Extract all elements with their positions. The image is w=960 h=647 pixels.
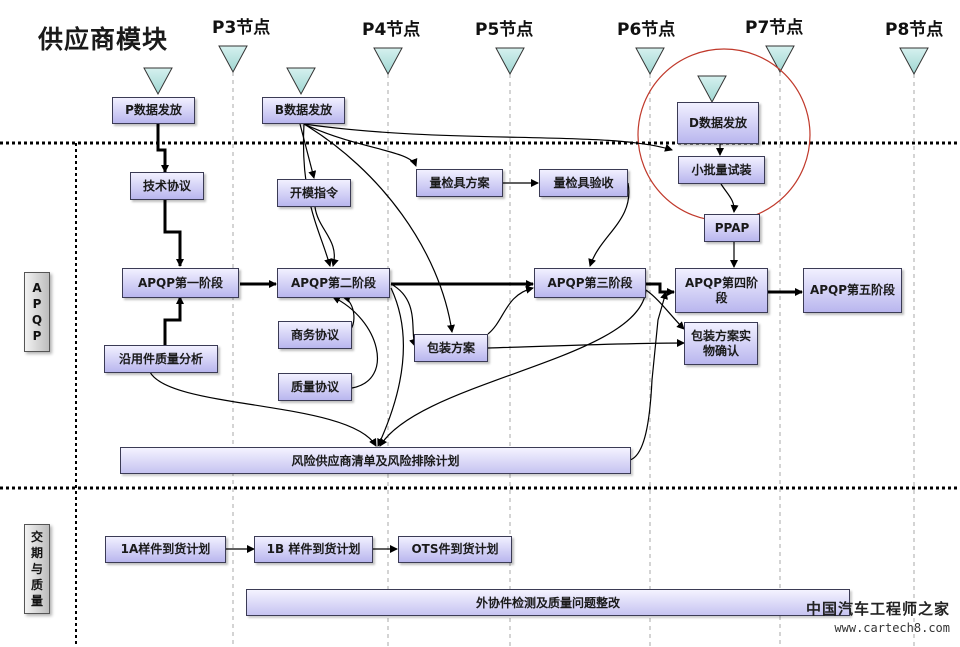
release-triangle-b	[286, 67, 316, 96]
arrow-apqp2-packplan	[390, 283, 417, 347]
arrow-bdata-openmold	[299, 123, 317, 179]
node-label-p5: P5节点	[475, 20, 534, 40]
node-label-p4: P4节点	[362, 20, 421, 40]
milestone-triangle-p4	[373, 47, 403, 76]
box-ppap: PPAP	[704, 214, 760, 242]
arrow-quality-apqp2	[332, 296, 378, 389]
box-ots-delivery: OTS件到货计划	[398, 536, 512, 563]
bar-outsource-inspection: 外协件检测及质量问题整改	[246, 589, 850, 616]
box-apqp-stage-1: APQP第一阶段	[122, 268, 239, 298]
milestone-triangle-p8	[899, 47, 929, 76]
section-letter: P	[32, 297, 42, 311]
node-label-p8: P8节点	[885, 20, 944, 40]
box-gauge-acceptance: 量检具验收	[539, 169, 628, 197]
arrow-packplan-apqp3	[487, 285, 534, 335]
box-apqp-stage-2: APQP第二阶段	[277, 268, 390, 298]
box-tech-agreement: 技术协议	[130, 172, 204, 200]
arrow-apqp3-risk	[379, 289, 647, 447]
release-triangle-p	[143, 67, 173, 96]
arrow-accept-apqp3	[588, 182, 630, 267]
milestone-triangle-p3	[218, 45, 248, 74]
page-title: 供应商模块	[38, 25, 169, 54]
watermark-title: 中国汽车工程师之家	[805, 600, 950, 618]
box-d-data-release: D数据发放	[677, 102, 759, 144]
watermark: 中国汽车工程师之家 www.cartech8.com	[806, 598, 950, 635]
arrow-carryover-apqp1	[163, 296, 184, 345]
arrow-bdata-gaugeplan	[303, 123, 418, 167]
milestone-triangle-p5	[495, 47, 525, 76]
section-label-delivery-quality: 交 期 与 质 量	[24, 524, 50, 614]
arrow-carryover-risk	[149, 371, 377, 447]
bar-risk-supplier-plan: 风险供应商清单及风险排除计划	[120, 447, 631, 474]
box-open-mold-order: 开模指令	[277, 179, 351, 207]
arrow-apqp3-confirm	[645, 289, 685, 330]
arrow-pdata-tech	[156, 124, 169, 173]
box-apqp-stage-4: APQP第四阶段	[675, 268, 768, 313]
box-quality-agreement: 质量协议	[278, 373, 352, 401]
arrow-tech-apqp1	[163, 200, 184, 267]
node-label-p3: P3节点	[212, 18, 271, 38]
section-char: 质	[30, 578, 43, 592]
arrow-smallbatch-ppap	[720, 183, 739, 213]
box-p-data-release: P数据发放	[112, 97, 195, 124]
arrow-bdata-packplan	[303, 123, 455, 333]
section-char: 期	[30, 546, 43, 560]
arrow-openmold-apqp2	[314, 206, 339, 267]
section-letter: P	[32, 329, 42, 343]
node-label-p6: P6节点	[617, 20, 676, 40]
section-letter: Q	[31, 313, 43, 327]
milestone-triangle-p7	[765, 45, 795, 74]
section-letter: A	[32, 281, 42, 295]
section-char: 交	[30, 530, 43, 544]
box-b-data-release: B数据发放	[262, 97, 345, 124]
box-apqp-stage-3: APQP第三阶段	[534, 268, 646, 298]
box-carryover-quality-analysis: 沿用件质量分析	[104, 345, 218, 373]
arrow-bdata-apqp2	[302, 123, 332, 267]
box-business-agreement: 商务协议	[278, 321, 352, 349]
arrow-apqp2-risk	[377, 287, 404, 447]
arrow-risk-apqp4	[629, 291, 668, 461]
node-label-p7: P7节点	[745, 18, 804, 38]
section-char: 与	[30, 562, 43, 576]
release-triangle-d	[697, 75, 727, 104]
watermark-url: www.cartech8.com	[834, 621, 950, 635]
milestone-triangle-p6	[635, 47, 665, 76]
arrow-bdata-right	[303, 123, 673, 152]
box-sample-1a-delivery: 1A样件到货计划	[105, 536, 226, 563]
section-char: 量	[30, 594, 43, 608]
section-label-apqp: A P Q P	[24, 272, 50, 352]
box-packaging-confirmation: 包装方案实物确认	[684, 322, 758, 365]
box-apqp-stage-5: APQP第五阶段	[803, 268, 902, 313]
box-small-batch-trial: 小批量试装	[678, 156, 765, 184]
box-packaging-plan: 包装方案	[414, 334, 488, 362]
box-sample-1b-delivery: 1B 样件到货计划	[254, 536, 373, 563]
box-gauge-plan: 量检具方案	[416, 169, 503, 197]
